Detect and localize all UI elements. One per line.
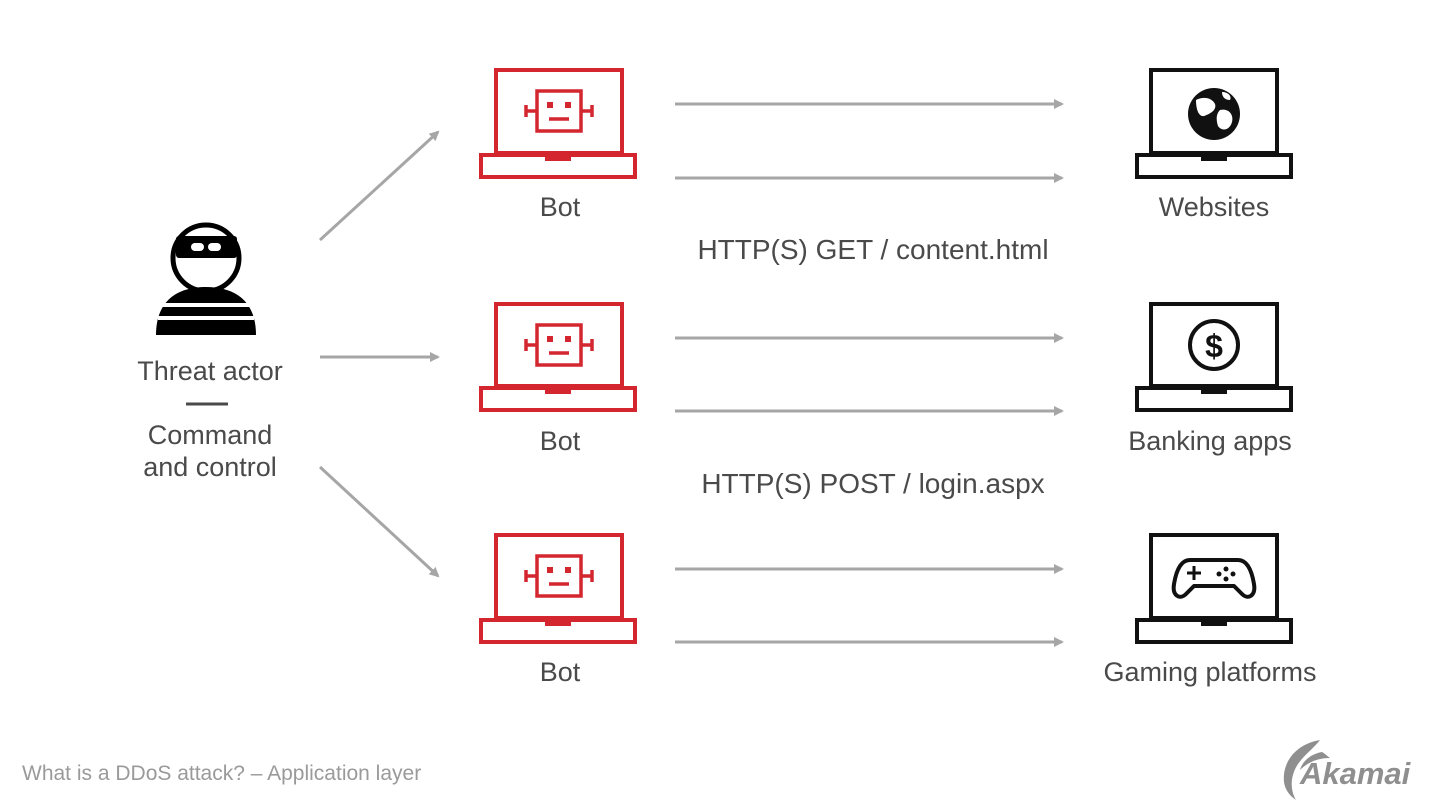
figure-caption: What is a DDoS attack? – Application lay… — [22, 762, 422, 785]
actor-arrows — [318, 130, 440, 578]
dollar-laptop-icon: $ — [1135, 302, 1293, 412]
target-websites: Websites — [1135, 68, 1293, 222]
robot-laptop-icon — [479, 68, 637, 179]
robot-laptop-icon — [479, 533, 637, 644]
target-label: Gaming platforms — [1103, 657, 1316, 687]
arrow-actor-bot-3 — [318, 465, 440, 578]
actor-label-line2: Command — [148, 420, 273, 450]
globe-laptop-icon — [1135, 68, 1293, 179]
bot-label: Bot — [540, 657, 581, 687]
actor-label-line3: and control — [143, 452, 277, 482]
request-arrows — [675, 99, 1064, 647]
bot-1: Bot — [479, 68, 637, 222]
bot-2: Bot — [479, 302, 637, 456]
logo-text: Akamai — [1299, 756, 1412, 791]
request-label-get: HTTP(S) GET / content.html — [697, 234, 1048, 265]
threat-actor: Threat actor Command and control — [137, 222, 283, 482]
thief-icon — [156, 222, 256, 335]
bot-3: Bot — [479, 533, 637, 687]
akamai-logo: Akamai — [1283, 740, 1412, 800]
target-label: Banking apps — [1128, 426, 1292, 456]
arrow-actor-bot-1 — [318, 130, 440, 242]
target-label: Websites — [1159, 192, 1270, 222]
target-banking: $ Banking apps — [1128, 302, 1293, 456]
gamepad-laptop-icon — [1135, 533, 1293, 644]
robot-laptop-icon — [479, 302, 637, 412]
target-gaming: Gaming platforms — [1103, 533, 1317, 687]
svg-text:$: $ — [1205, 328, 1223, 364]
bot-label: Bot — [540, 426, 581, 456]
bot-label: Bot — [540, 192, 581, 222]
request-label-post: HTTP(S) POST / login.aspx — [701, 468, 1044, 499]
actor-label-line1: Threat actor — [137, 356, 283, 386]
